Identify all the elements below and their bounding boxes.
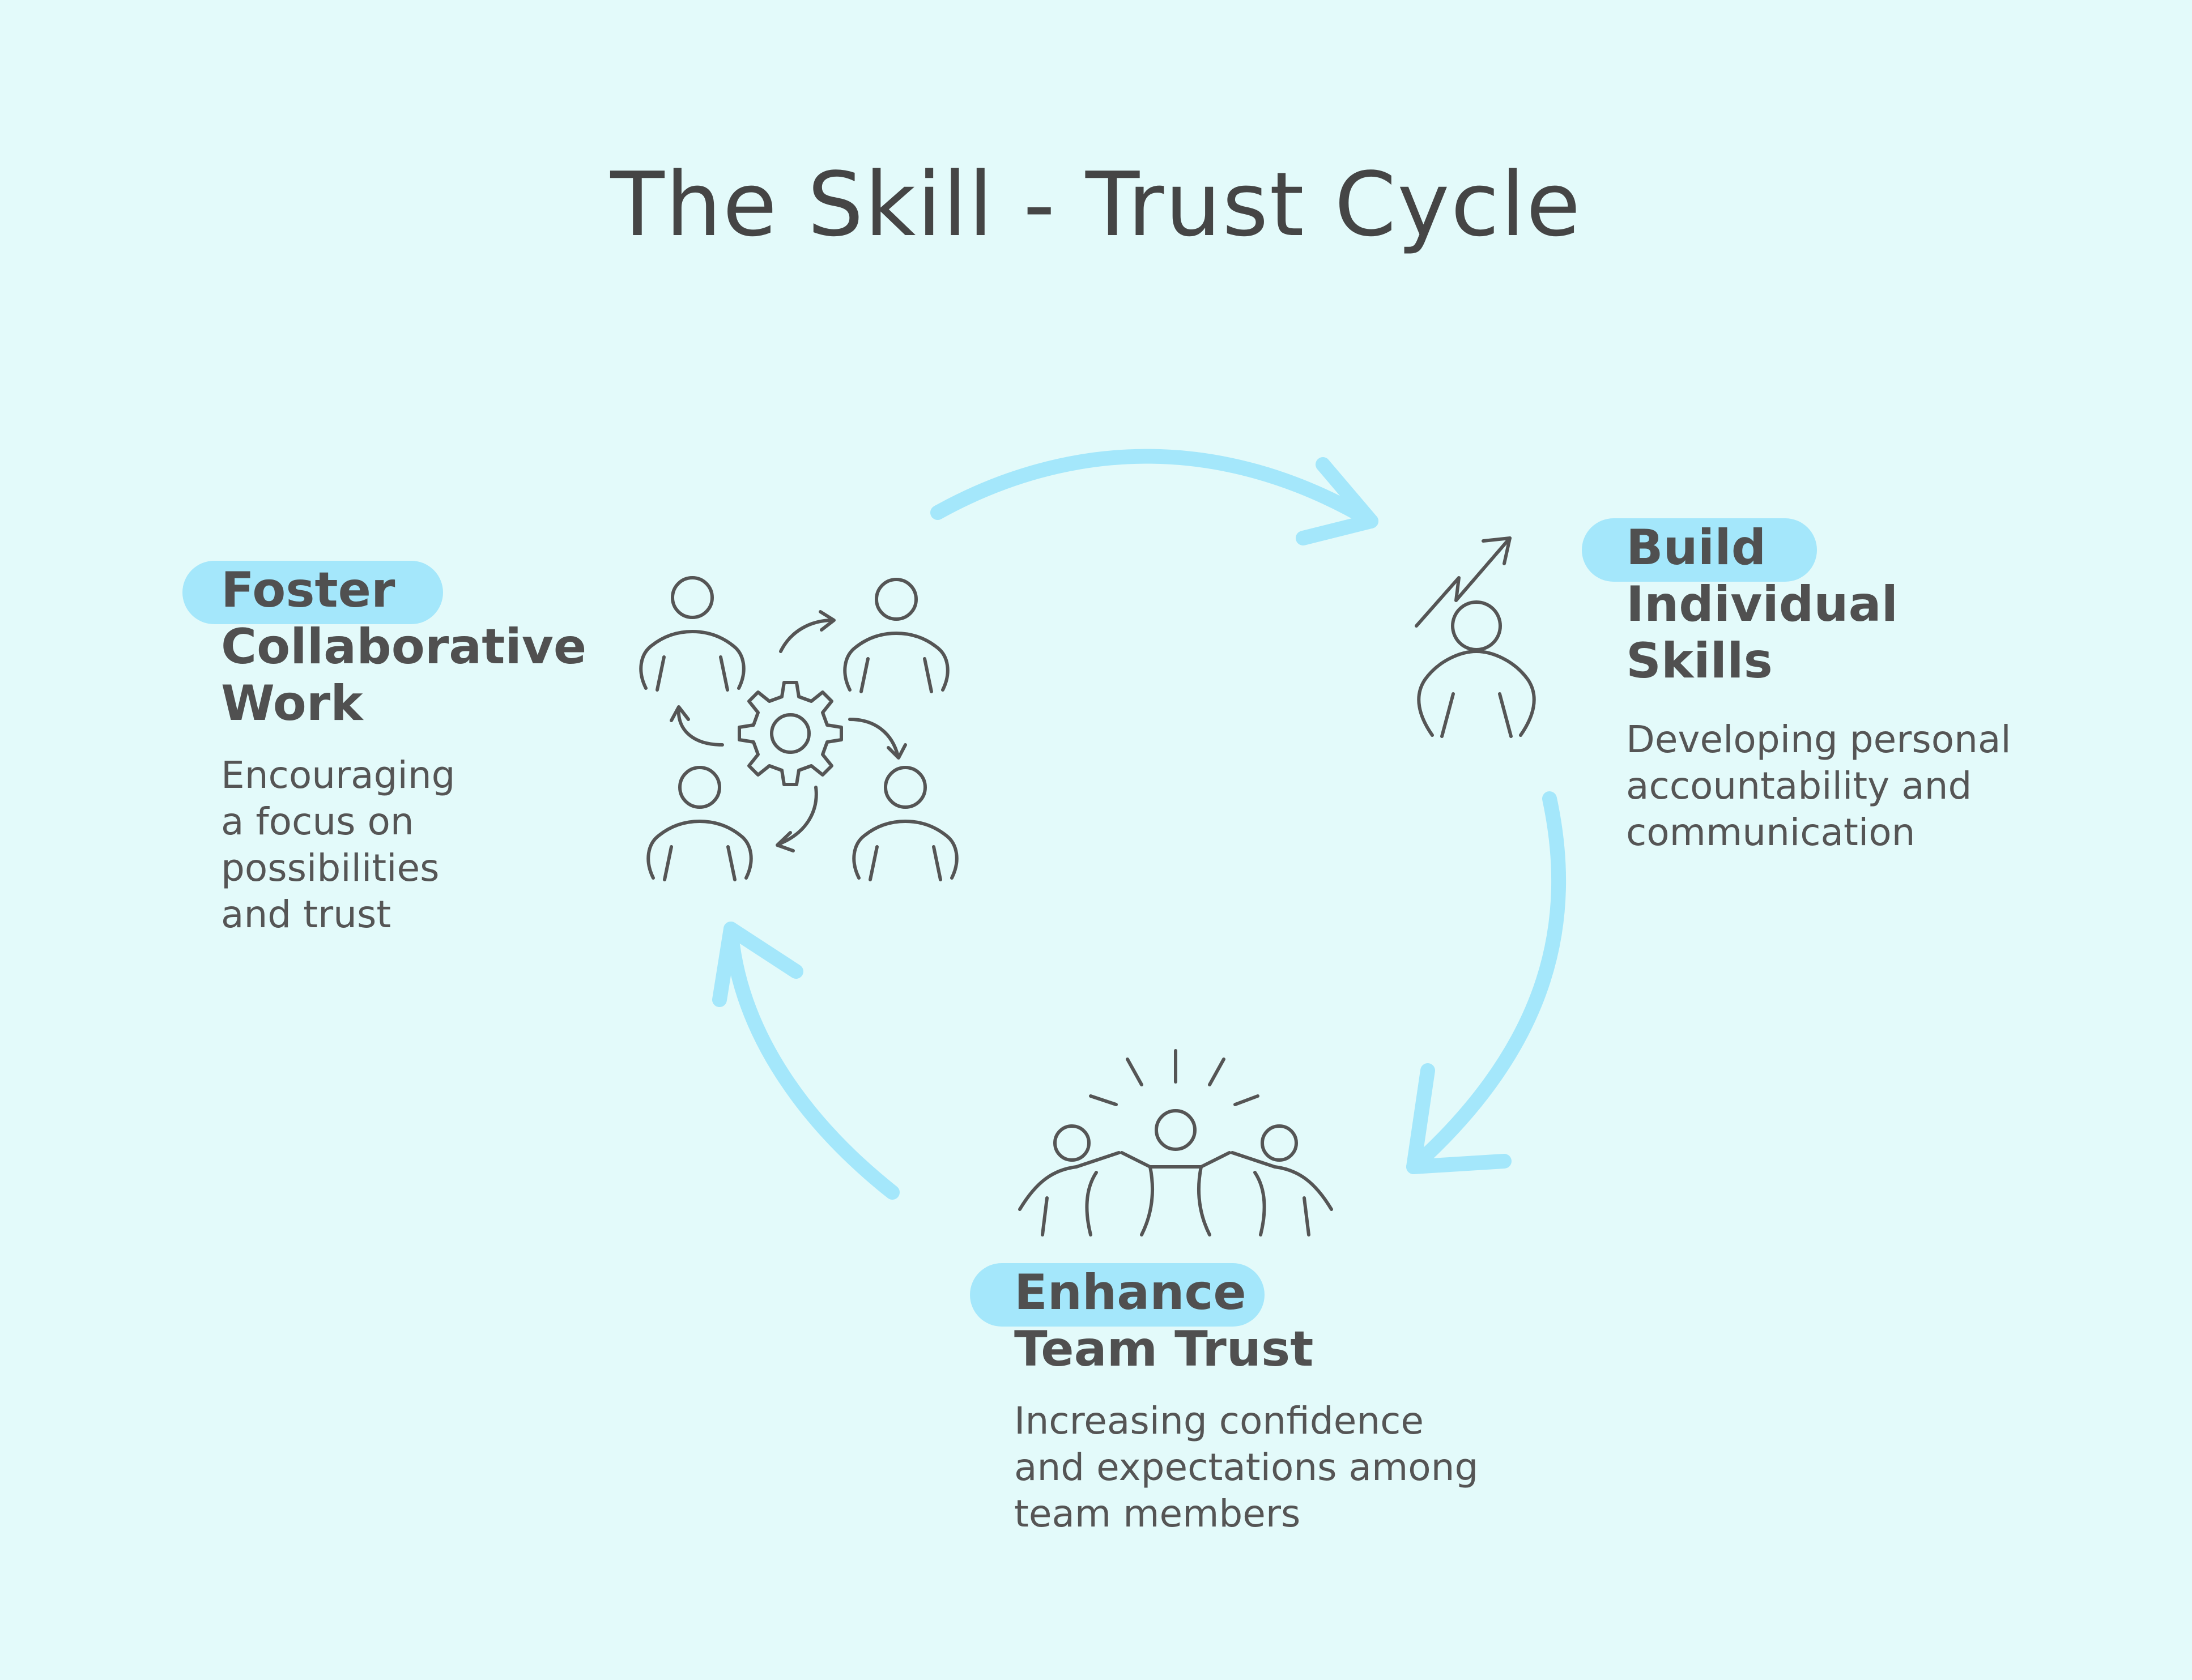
step-title-line: Collaborative	[221, 619, 587, 675]
step-title-line: Enhance	[1014, 1264, 1246, 1321]
step-desc-line: possibilities	[221, 846, 440, 890]
step-title-line: Skills	[1626, 633, 1773, 689]
step-desc-line: Encouraging	[221, 753, 456, 797]
step-title: Foster Collaborative Work	[221, 561, 586, 732]
step-description: Increasing confidence and expectations a…	[1014, 1398, 1478, 1537]
cycle-arrow-left	[712, 922, 900, 1200]
person-growth-arrow-icon	[1415, 536, 1536, 738]
step-description: Developing personal accountability and c…	[1626, 717, 2011, 856]
title-highlight-pill	[182, 561, 443, 624]
step-description: Encouraging a focus on possibilities and…	[221, 752, 586, 938]
step-title-line: Foster	[221, 562, 395, 619]
step-desc-line: and trust	[221, 893, 391, 936]
cycle-arrow-right	[1406, 791, 1567, 1174]
step-title: Build Individual Skills	[1626, 518, 2011, 689]
step-desc-line: communication	[1626, 811, 1916, 854]
step-enhance-team-trust: Enhance Team Trust Increasing confidence…	[970, 1263, 1478, 1537]
step-foster-collaborative-work: Foster Collaborative Work Encouraging a …	[182, 561, 586, 938]
step-title-line: Team Trust	[1014, 1321, 1314, 1378]
step-desc-line: Increasing confidence	[1014, 1399, 1424, 1443]
cycle-arrow-top	[930, 449, 1378, 545]
title-highlight-pill	[970, 1263, 1265, 1327]
step-title-line: Work	[221, 675, 363, 732]
step-desc-line: and expectations among	[1014, 1446, 1479, 1489]
team-celebration-icon	[1018, 1049, 1333, 1236]
step-title-line: Individual	[1626, 576, 1899, 633]
step-title-line: Build	[1626, 519, 1767, 576]
page-title: The Skill - Trust Cycle	[610, 153, 1582, 256]
step-desc-line: accountability and	[1626, 764, 1972, 808]
step-desc-line: team members	[1014, 1492, 1301, 1536]
step-build-individual-skills: Build Individual Skills Developing perso…	[1582, 518, 2011, 856]
team-gear-collaboration-icon	[639, 576, 959, 881]
step-desc-line: Developing personal	[1626, 718, 2011, 761]
title-highlight-pill	[1582, 518, 1817, 582]
step-desc-line: a focus on	[221, 800, 414, 843]
step-title: Enhance Team Trust	[1014, 1263, 1478, 1378]
